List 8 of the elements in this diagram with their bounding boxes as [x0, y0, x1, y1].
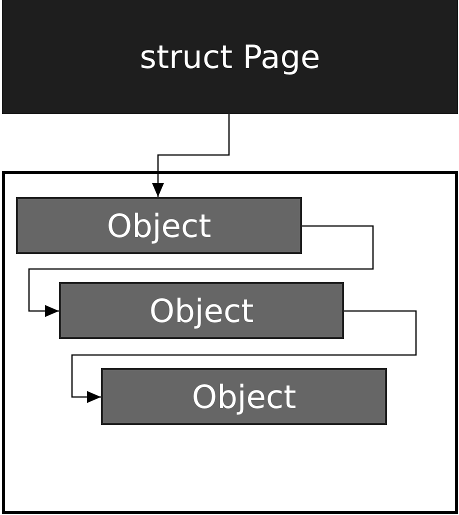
- arrow: [28, 225, 374, 317]
- object-block: Object: [59, 282, 344, 339]
- object-block: Object: [101, 368, 387, 425]
- arrow: [71, 310, 417, 403]
- struct-block: struct Page: [2, 0, 458, 114]
- object-block: Object: [16, 197, 302, 254]
- arrow: [152, 114, 230, 197]
- container-frame: [2, 171, 458, 514]
